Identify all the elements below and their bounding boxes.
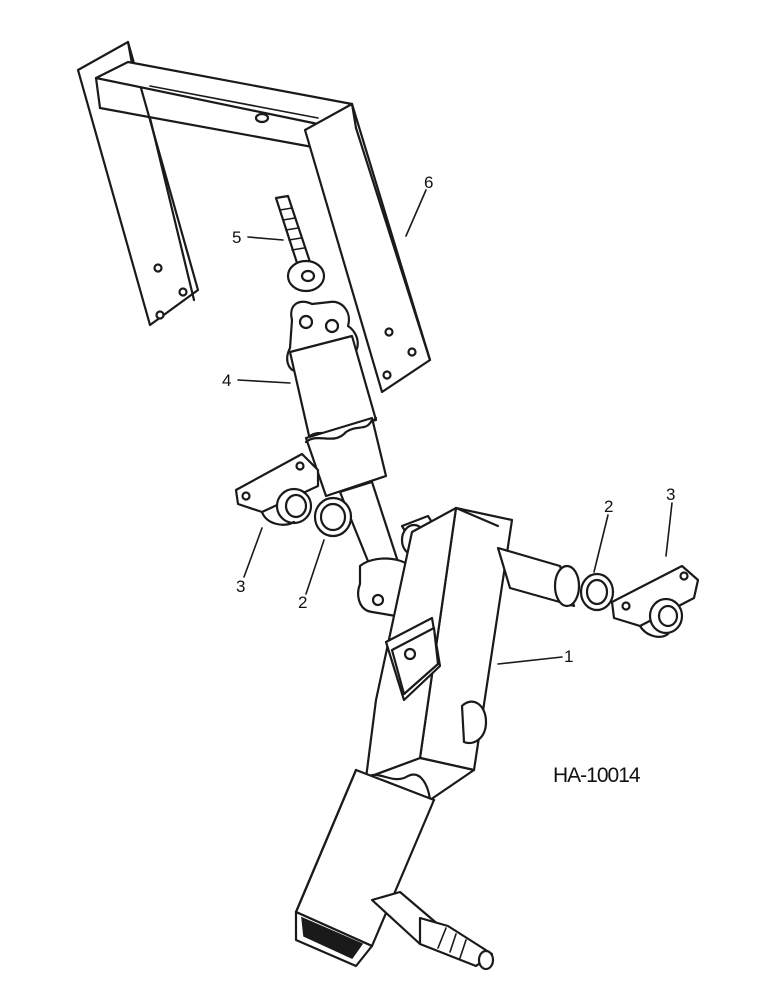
part-2-right-washer: [579, 572, 615, 612]
callout-leaders: [237, 189, 673, 665]
callout-3-right: 3: [666, 485, 675, 504]
part-6-mounting-bracket: [76, 40, 432, 394]
callout-2-left: 2: [298, 593, 307, 612]
callout-6: 6: [424, 173, 433, 192]
part-2-left-washer: [313, 496, 353, 538]
callout-5: 5: [232, 228, 241, 247]
callout-1: 1: [564, 647, 573, 666]
part-5-eye-bolt: [274, 194, 326, 293]
figure-id-label: HA-10014: [553, 764, 641, 787]
part-3-right-pivot-bracket: [610, 564, 700, 638]
callout-3-left: 3: [236, 577, 245, 596]
callout-2-right: 2: [604, 497, 613, 516]
part-1-main-frame: [294, 506, 581, 971]
part-4-telescoping-link: [286, 300, 426, 620]
callout-4: 4: [222, 371, 231, 390]
part-3-left-pivot-bracket: [234, 452, 320, 526]
